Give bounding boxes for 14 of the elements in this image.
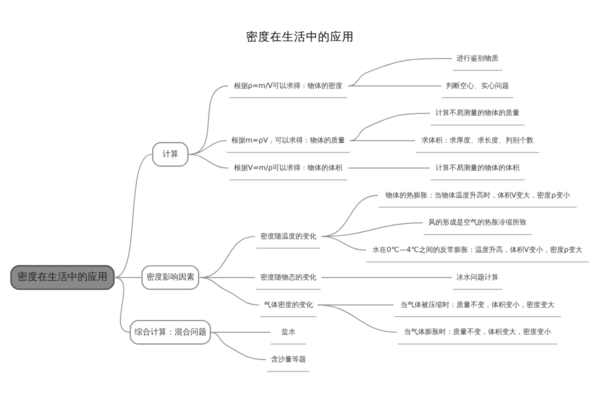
connector bbox=[348, 58, 453, 86]
connector bbox=[114, 277, 142, 278]
connector bbox=[188, 154, 229, 168]
connector bbox=[114, 277, 131, 333]
node-box: 密度在生活中的应用 bbox=[10, 265, 115, 290]
diagram-title: 密度在生活中的应用 bbox=[246, 30, 354, 44]
connector bbox=[210, 332, 267, 360]
connector bbox=[317, 304, 398, 333]
connector bbox=[114, 154, 152, 278]
connector bbox=[321, 277, 453, 278]
connector bbox=[321, 236, 367, 251]
connector bbox=[199, 277, 260, 306]
connector bbox=[349, 140, 416, 142]
connector bbox=[349, 112, 430, 142]
